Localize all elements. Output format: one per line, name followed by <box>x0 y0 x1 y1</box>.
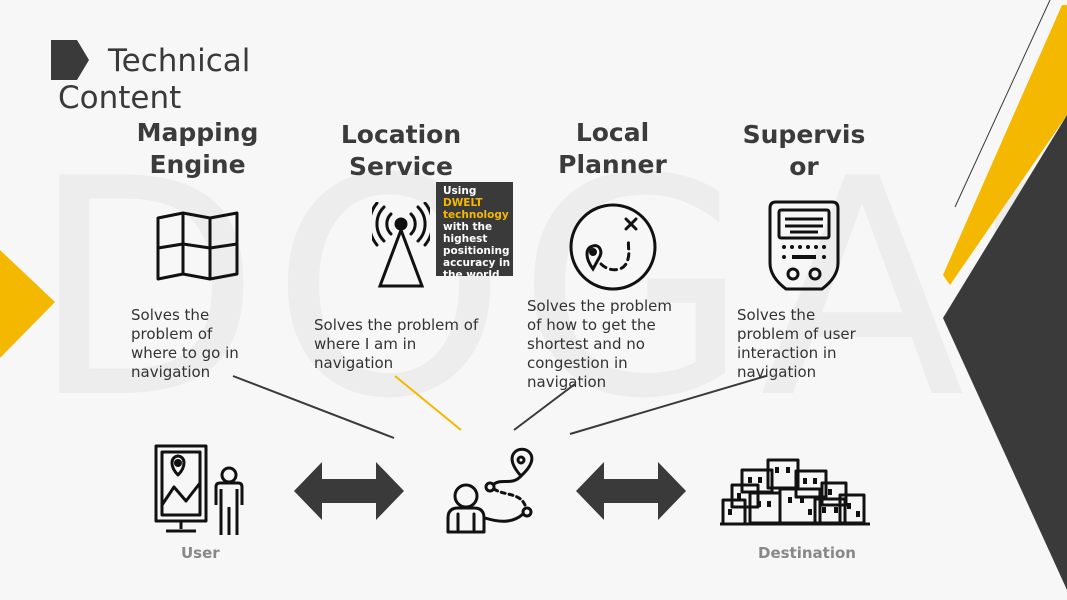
handheld-device-icon <box>768 200 840 291</box>
page-title-line1: Technical <box>108 43 251 79</box>
left-yellow-triangle <box>0 250 55 358</box>
destination-buildings-icon <box>720 458 870 526</box>
folded-map-icon <box>156 211 239 281</box>
title-pentagon-icon <box>51 40 89 80</box>
tooltip-prefix: Using <box>443 185 477 197</box>
tooltip-suffix: with the highest positioning accuracy in… <box>443 221 511 276</box>
heading-line: Local <box>575 118 650 147</box>
description-mapping-engine: Solves the problem of where to go in nav… <box>131 306 239 381</box>
description-location-service: Solves the problem of where I am in navi… <box>314 316 479 372</box>
description-local-planner: Solves the problem of how to get the sho… <box>527 297 673 391</box>
double-arrow-right-icon <box>576 462 686 520</box>
heading-mapping-engine: Mapping Engine <box>120 117 275 181</box>
connector-line-location <box>394 375 462 431</box>
heading-line: Supervis <box>742 120 866 149</box>
destination-caption: Destination <box>758 544 856 562</box>
right-yellow-stripe <box>943 5 1067 285</box>
description-supervisor: Solves the problem of user interaction i… <box>737 306 856 381</box>
right-dark-triangle <box>943 115 1067 590</box>
page-title-line2: Content <box>58 80 182 116</box>
technology-tooltip: Using DWELT technology with the highest … <box>436 182 513 276</box>
heading-location-service: Location Service <box>322 119 480 183</box>
tooltip-highlight: DWELT technology <box>443 197 509 221</box>
route-plan-icon <box>569 203 657 291</box>
heading-line: Mapping <box>136 118 259 147</box>
heading-supervisor: Supervis or <box>728 119 880 183</box>
page-title: Technical Content <box>58 43 278 117</box>
double-arrow-left-icon <box>294 462 404 520</box>
connector-line-supervisor <box>569 375 767 435</box>
user-caption: User <box>181 544 220 562</box>
user-route-icon <box>446 447 534 534</box>
right-thin-line <box>954 0 1051 208</box>
heading-local-planner: Local Planner <box>540 117 685 181</box>
heading-line: Location <box>340 120 462 149</box>
watermark: DOGAS <box>30 115 1067 464</box>
connector-line-mapping <box>232 375 395 439</box>
heading-line: or <box>789 152 819 181</box>
heading-line: Planner <box>558 150 667 179</box>
signal-tower-icon <box>372 202 430 288</box>
connector-line-planner <box>513 383 576 431</box>
user-kiosk-icon <box>154 444 244 535</box>
heading-line: Engine <box>149 150 246 179</box>
heading-line: Service <box>349 152 453 181</box>
